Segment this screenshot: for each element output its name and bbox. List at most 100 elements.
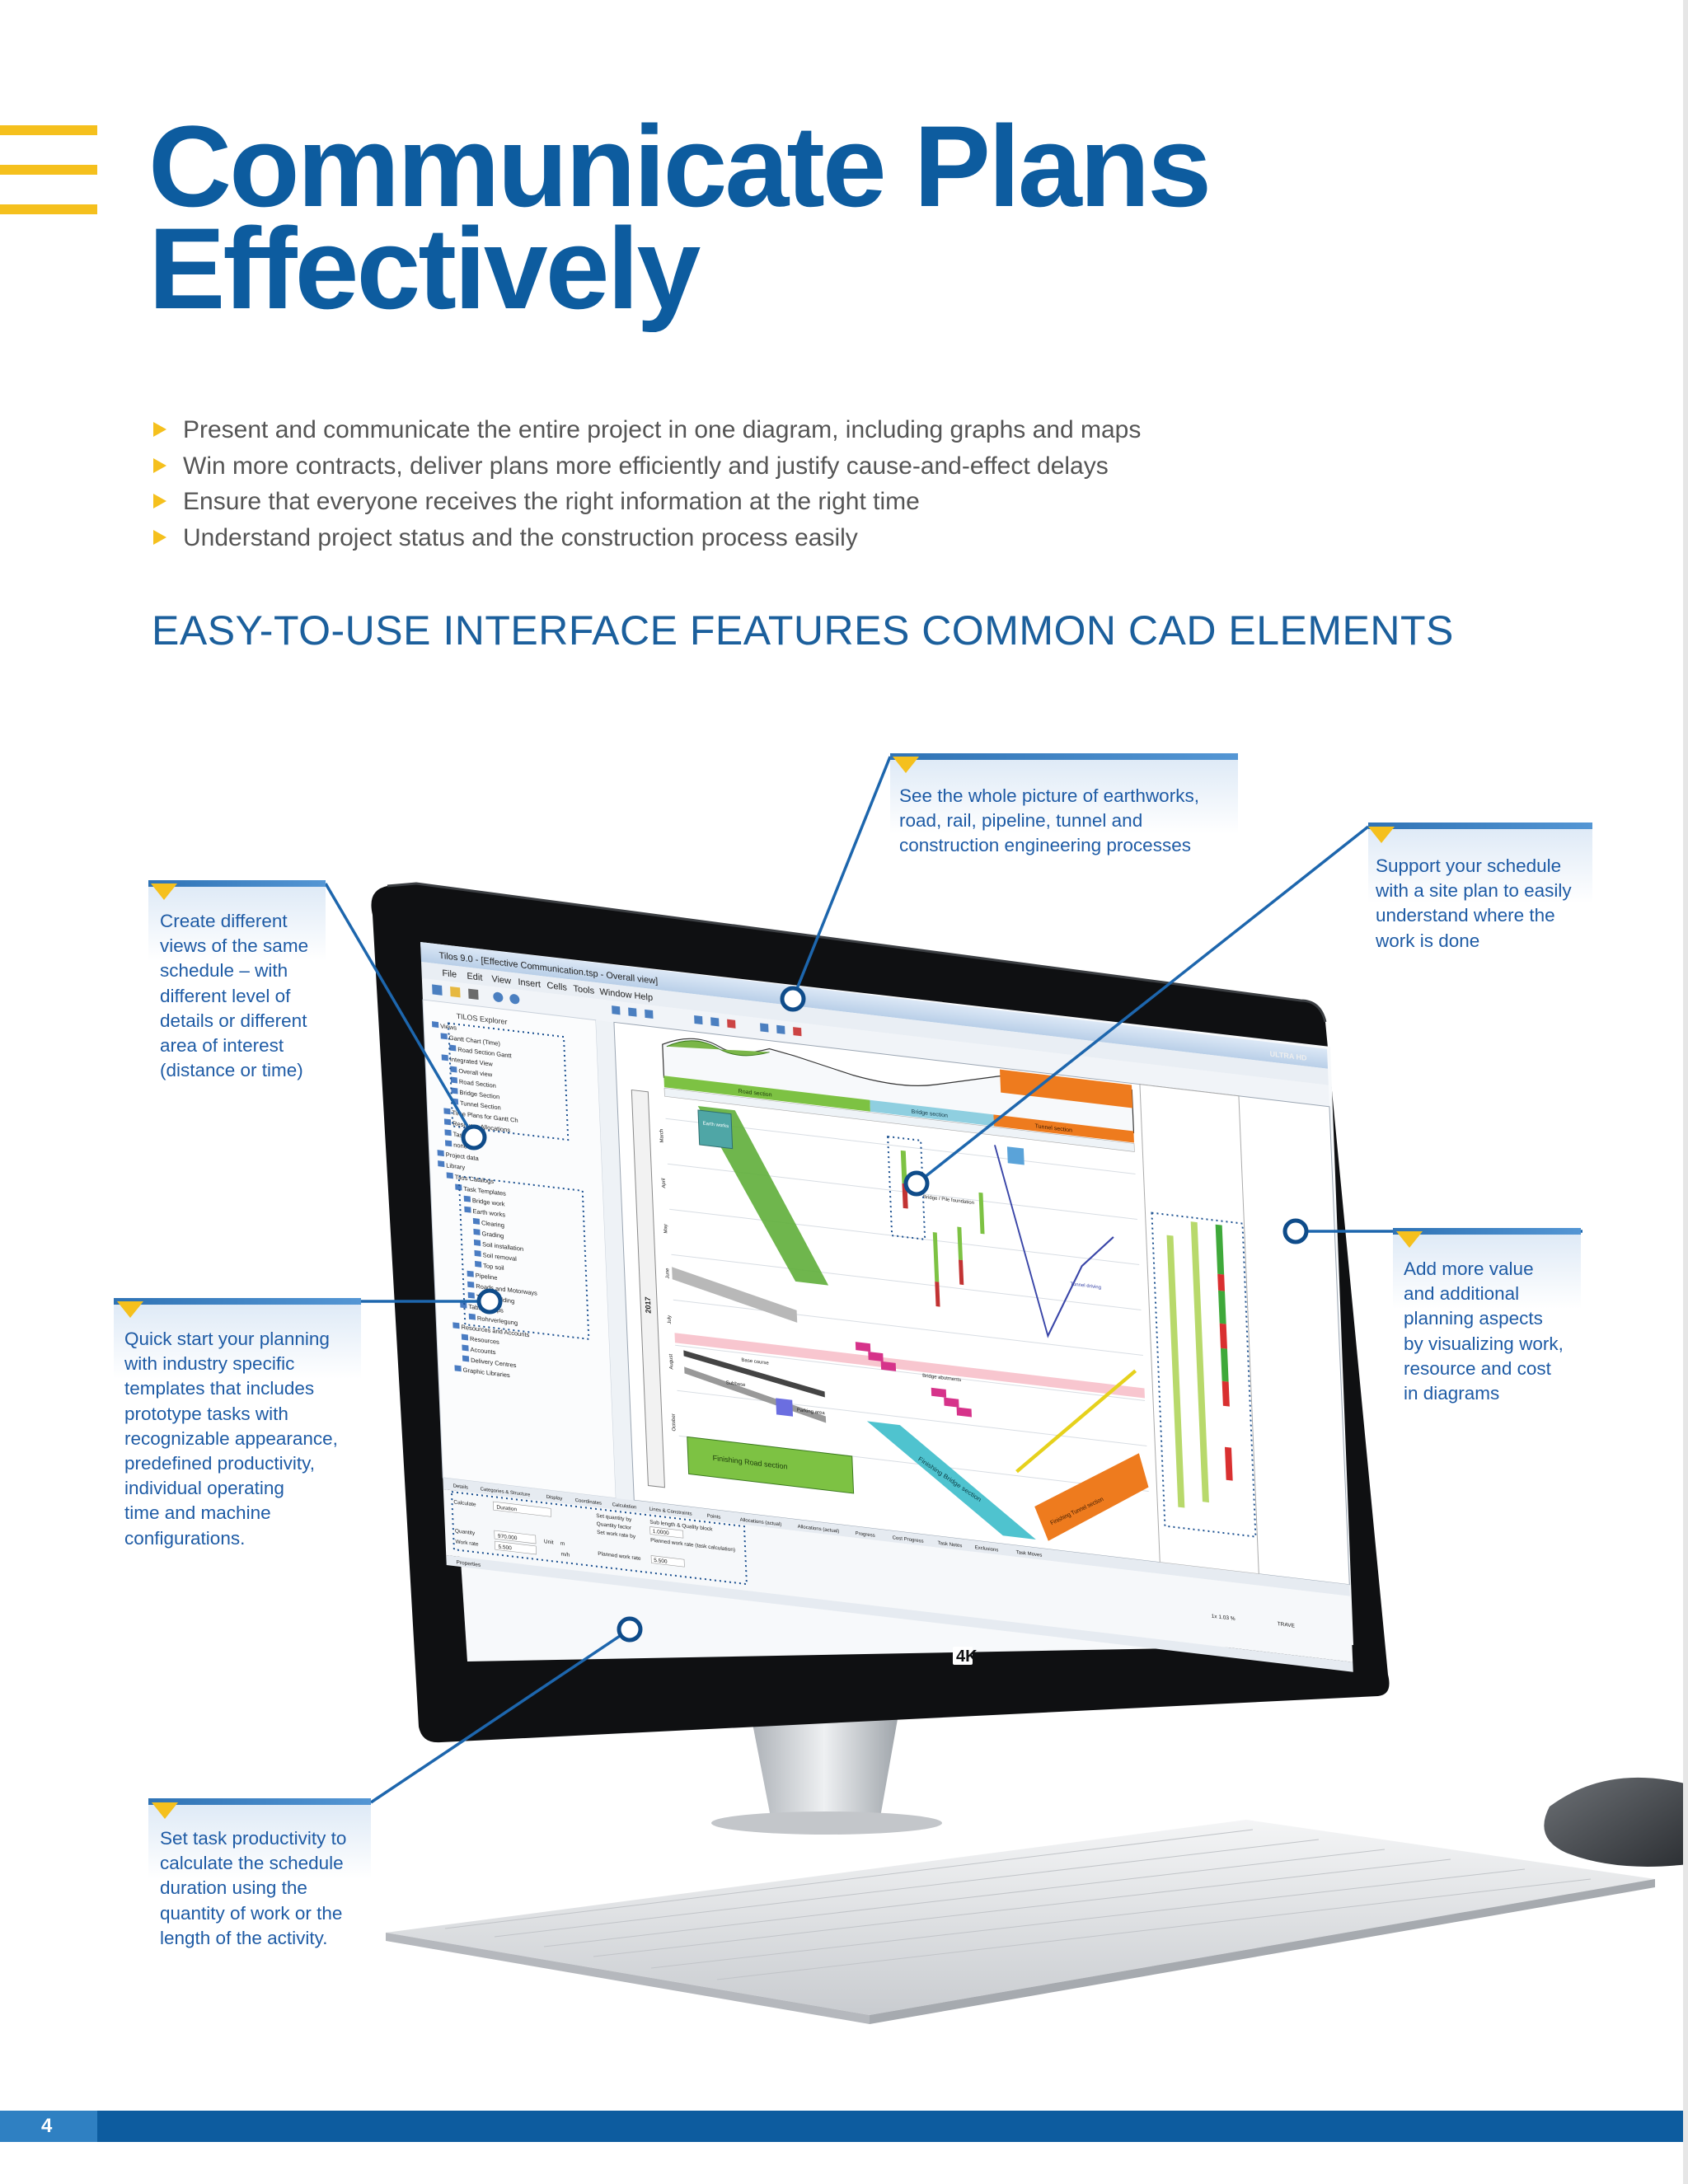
svg-text:Points: Points — [707, 1514, 721, 1521]
callout-marker-icon — [1368, 827, 1395, 843]
svg-text:5.500: 5.500 — [654, 1558, 668, 1565]
menu-item: Cells — [546, 981, 567, 993]
menu-item: File — [442, 968, 457, 980]
svg-text:Calculate: Calculate — [453, 1499, 476, 1507]
callout-bar — [114, 1298, 361, 1379]
benefit-list: Present and communicate the entire proje… — [153, 412, 1141, 555]
svg-text:Grading: Grading — [481, 1230, 504, 1240]
svg-text:Coordinates: Coordinates — [575, 1498, 603, 1507]
menu-item: Help — [634, 991, 653, 1003]
svg-text:m/h: m/h — [560, 1552, 570, 1558]
svg-text:4K: 4K — [956, 1647, 978, 1666]
callout-whole-picture: See the whole picture of earthworks,road… — [899, 785, 1199, 856]
svg-text:Subbase: Subbase — [726, 1380, 747, 1388]
section-subheading: EASY-TO-USE INTERFACE FEATURES COMMON CA… — [152, 607, 1454, 654]
svg-text:April: April — [662, 1178, 667, 1188]
callout-marker-icon — [117, 1301, 143, 1318]
svg-text:5.500: 5.500 — [498, 1544, 512, 1552]
svg-text:October: October — [672, 1413, 678, 1432]
svg-text:August: August — [669, 1353, 675, 1370]
svg-text:Allocations (actual): Allocations (actual) — [798, 1525, 840, 1535]
menu-item: Window — [599, 987, 632, 1001]
menu-item: Insert — [518, 977, 541, 990]
svg-text:Details: Details — [453, 1483, 469, 1490]
mouse — [1544, 1777, 1688, 1867]
callout-marker-icon — [151, 883, 177, 900]
callout-bar — [148, 1798, 371, 1879]
page-edge — [1683, 0, 1688, 2184]
menu-bars-icon — [0, 125, 97, 216]
bullet-arrow-icon — [153, 529, 166, 545]
svg-text:Duration: Duration — [496, 1505, 517, 1513]
svg-text:m: m — [560, 1541, 565, 1548]
svg-text:Tunnel driving: Tunnel driving — [1070, 1282, 1101, 1290]
svg-text:Task Moves: Task Moves — [1016, 1550, 1043, 1558]
svg-text:Resources: Resources — [470, 1335, 499, 1346]
svg-text:Clearing: Clearing — [481, 1219, 504, 1229]
page-footer: 4 — [0, 2111, 1688, 2142]
svg-text:Cost Progress: Cost Progress — [893, 1535, 924, 1544]
menu-item: Tools — [573, 984, 595, 996]
svg-text:Unit: Unit — [544, 1539, 554, 1545]
svg-text:Road section: Road section — [738, 1089, 772, 1099]
title-line-2: Effectively — [148, 204, 701, 333]
svg-text:March: March — [659, 1129, 665, 1143]
svg-text:Exclusions: Exclusions — [975, 1545, 999, 1553]
svg-text:Top soil: Top soil — [483, 1262, 504, 1272]
stand-shadow — [711, 1811, 942, 1835]
svg-text:Pipeline: Pipeline — [476, 1272, 498, 1282]
svg-text:Parking area: Parking area — [797, 1408, 826, 1416]
page-number-box — [0, 2111, 97, 2142]
svg-text:Calculation: Calculation — [612, 1502, 637, 1510]
svg-text:970.000: 970.000 — [498, 1534, 518, 1542]
svg-text:Earth works: Earth works — [702, 1122, 729, 1130]
menu-item: Edit — [467, 972, 482, 983]
svg-text:Progress: Progress — [856, 1531, 875, 1539]
callout-marker-icon — [1396, 1231, 1423, 1248]
page-title: Communicate Plans Effectively — [148, 101, 1550, 333]
callout-bar — [1393, 1228, 1581, 1309]
svg-text:1.0000: 1.0000 — [653, 1529, 670, 1536]
callout-bar — [890, 753, 1238, 834]
bullet-arrow-icon — [153, 494, 166, 509]
svg-text:TRAVE: TRAVE — [1278, 1621, 1296, 1629]
title-line-1: Communicate Plans — [148, 101, 1212, 231]
svg-text:none: none — [453, 1141, 467, 1151]
page-number: 4 — [41, 2115, 53, 2137]
svg-text:1x 1.03 %: 1x 1.03 % — [1212, 1614, 1236, 1622]
svg-text:Display: Display — [546, 1495, 563, 1502]
menu-item: View — [491, 974, 511, 987]
benefit-item: Win more contracts, deliver plans more e… — [153, 448, 1141, 485]
bullet-arrow-icon — [153, 457, 166, 473]
benefit-item: Ensure that everyone receives the right … — [153, 484, 1141, 520]
svg-text:Allocations (actual): Allocations (actual) — [740, 1517, 782, 1527]
callout-marker-icon — [152, 1802, 178, 1819]
svg-text:Task Notes: Task Notes — [938, 1541, 963, 1549]
svg-text:2017: 2017 — [644, 1296, 653, 1314]
svg-text:July: July — [668, 1315, 673, 1324]
benefit-item: Understand project status and the constr… — [153, 520, 1141, 556]
callout-bar — [1368, 823, 1592, 903]
callout-bar — [148, 880, 326, 961]
svg-text:Work rate: Work rate — [455, 1539, 479, 1547]
bullet-arrow-icon — [153, 422, 166, 437]
menu-bar: File Edit View Insert Cells Tools Window… — [442, 968, 653, 1003]
callout-marker-icon — [893, 757, 919, 773]
keyboard — [386, 1820, 1655, 2024]
svg-text:Base course: Base course — [741, 1358, 769, 1366]
svg-text:June: June — [665, 1268, 671, 1279]
svg-text:Views: Views — [440, 1022, 457, 1031]
svg-text:Accounts: Accounts — [470, 1346, 495, 1357]
svg-text:May: May — [663, 1224, 668, 1234]
svg-text:Bridge abutments: Bridge abutments — [922, 1374, 961, 1384]
svg-text:Quantity: Quantity — [455, 1528, 476, 1536]
svg-text:Library: Library — [446, 1161, 466, 1171]
monitor-logo: 4K — [953, 1647, 978, 1666]
svg-text:Properties: Properties — [456, 1559, 481, 1568]
